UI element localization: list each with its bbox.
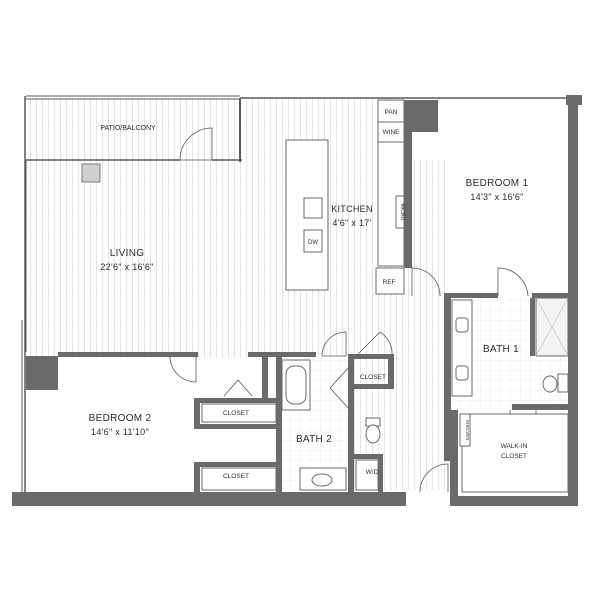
corner-post-right bbox=[566, 95, 582, 105]
dw-label: DW bbox=[308, 240, 318, 246]
closet2-top bbox=[194, 462, 278, 467]
closet-hall-top bbox=[354, 354, 394, 359]
bedroom2-label: BEDROOM 2 bbox=[89, 413, 152, 424]
bath1-bottom-wall bbox=[512, 404, 570, 410]
closet2-left bbox=[194, 462, 200, 492]
bath1-west-wall bbox=[444, 293, 451, 461]
closet-hall-bottom bbox=[354, 384, 394, 389]
column-top bbox=[412, 100, 438, 132]
bath1-label: BATH 1 bbox=[483, 344, 519, 355]
wd-label: W/D bbox=[366, 469, 379, 476]
closet-label-2: CLOSET bbox=[223, 473, 249, 480]
wd-right-wall bbox=[378, 454, 383, 492]
bedroom1-west-wall bbox=[404, 100, 412, 268]
bottom-wall bbox=[12, 492, 406, 506]
right-wall bbox=[568, 100, 578, 506]
dishwasher bbox=[303, 229, 323, 253]
closet1-top bbox=[194, 398, 278, 403]
bottom-wall-right bbox=[450, 496, 578, 506]
walkin-label-1: WALK-IN bbox=[501, 443, 528, 450]
kitchen-dims: 4'6" x 17' bbox=[332, 218, 371, 228]
wine-label: WINE bbox=[383, 129, 401, 136]
living-label: LIVING bbox=[110, 248, 145, 259]
kitchen-sink bbox=[303, 197, 323, 219]
bath1-toilet bbox=[557, 373, 569, 393]
living-dims: 22'6" x 16'6" bbox=[100, 262, 153, 272]
closet1-bottom bbox=[194, 424, 278, 429]
refrigerator bbox=[375, 267, 405, 295]
closet-label-3: CLOSET bbox=[360, 374, 386, 381]
bath1-top-wall-right bbox=[532, 293, 570, 298]
bedroom2-top-wall bbox=[58, 352, 198, 357]
patio-label: PATIO/BALCONY bbox=[100, 125, 156, 132]
ref-label: REF bbox=[383, 279, 396, 286]
kitchen-label: KITCHEN bbox=[331, 204, 373, 214]
bath2-label: BATH 2 bbox=[296, 434, 332, 445]
micro-label: MICRO bbox=[399, 204, 405, 221]
patio-drain bbox=[81, 163, 101, 183]
bath2-top-right bbox=[282, 352, 316, 357]
bedroom1-label: BEDROOM 1 bbox=[466, 178, 529, 189]
bath2-west-wall bbox=[262, 352, 268, 400]
shower-wall bbox=[530, 298, 535, 356]
closet-hall-right bbox=[388, 354, 394, 388]
bath2-mid-wall bbox=[276, 352, 282, 492]
bath2-east-wall bbox=[348, 354, 354, 492]
walls bbox=[12, 95, 582, 506]
pan-label: PAN bbox=[385, 109, 398, 116]
bath1-vanity bbox=[451, 299, 473, 397]
bedroom2-dims: 14'6" x 11'10" bbox=[91, 427, 149, 437]
closet1-left bbox=[194, 398, 200, 429]
bath1-top-wall bbox=[444, 293, 498, 298]
shelves-label: SHELVES bbox=[465, 420, 470, 440]
outlines bbox=[21, 95, 569, 493]
walkin-label-2: CLOSET bbox=[501, 453, 527, 460]
column-left bbox=[26, 356, 58, 390]
labels: PATIO/BALCONY LIVING 22'6" x 16'6" KITCH… bbox=[89, 109, 529, 480]
closet-label-1: CLOSET bbox=[223, 410, 249, 417]
bedroom1-dims: 14'3" x 16'6" bbox=[470, 192, 523, 202]
walkin-west-wall bbox=[450, 410, 458, 500]
wd-top-wall bbox=[354, 454, 382, 459]
